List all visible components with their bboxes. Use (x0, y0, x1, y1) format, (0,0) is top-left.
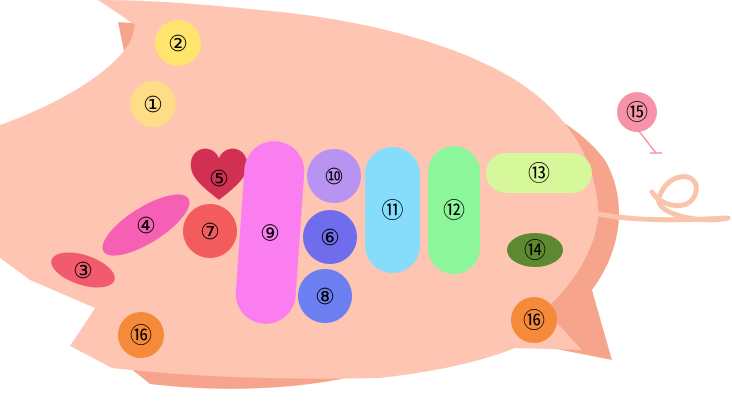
organ-label-16a: ⑯ (130, 324, 152, 349)
organ-label-7: ⑦ (200, 220, 220, 245)
organ-label-2: ② (168, 32, 188, 57)
organ-10-lavender-circle (307, 149, 361, 203)
organ-2-yellow-circle (155, 20, 201, 66)
organ-14-olive-oval (507, 233, 563, 267)
organ-16a-orange-circle (118, 312, 164, 358)
organ-label-6: ⑥ (320, 226, 340, 251)
organ-5-heart-shape (190, 148, 248, 200)
organ-13-lime-capsule (486, 153, 592, 193)
organ-9-pink-capsule (235, 141, 305, 324)
organ-1-pale-yellow-circle (130, 81, 176, 127)
organ-labels: ① ② ③ ④ ⑤ ⑥ ⑦ ⑧ ⑨ ⑩ ⑪ ⑫ ⑬ ⑭ ⑮ ⑯ ⑯ (73, 32, 648, 349)
organ-label-15: ⑮ (626, 101, 648, 126)
organ-16b-orange-circle (511, 297, 557, 343)
organ-label-12: ⑫ (443, 199, 465, 224)
organ-3-red-oval (51, 252, 115, 288)
organ-label-4: ④ (136, 214, 156, 239)
organ-8-periwinkle-circle (298, 269, 352, 323)
organ-12-green-capsule (428, 146, 480, 274)
organ-6-blue-circle (303, 210, 357, 264)
organ-label-13: ⑬ (528, 162, 550, 187)
pointer-arrow (637, 129, 662, 154)
organ-7-coral-circle (183, 204, 237, 258)
organ-label-11: ⑪ (381, 199, 403, 224)
organ-shapes (51, 20, 657, 358)
organ-11-sky-blue-capsule (365, 147, 420, 273)
organ-label-3: ③ (73, 259, 93, 284)
organ-15-pink-circle (617, 92, 657, 132)
organ-label-9: ⑨ (260, 222, 280, 247)
organ-label-10: ⑩ (324, 165, 344, 190)
organ-label-16b: ⑯ (523, 309, 545, 334)
organ-4-magenta-oval (102, 194, 190, 256)
organ-label-14: ⑭ (524, 239, 546, 264)
organ-label-8: ⑧ (315, 285, 335, 310)
pig-tail (595, 174, 731, 223)
organ-label-1: ① (143, 93, 163, 118)
organ-label-5: ⑤ (209, 167, 229, 192)
